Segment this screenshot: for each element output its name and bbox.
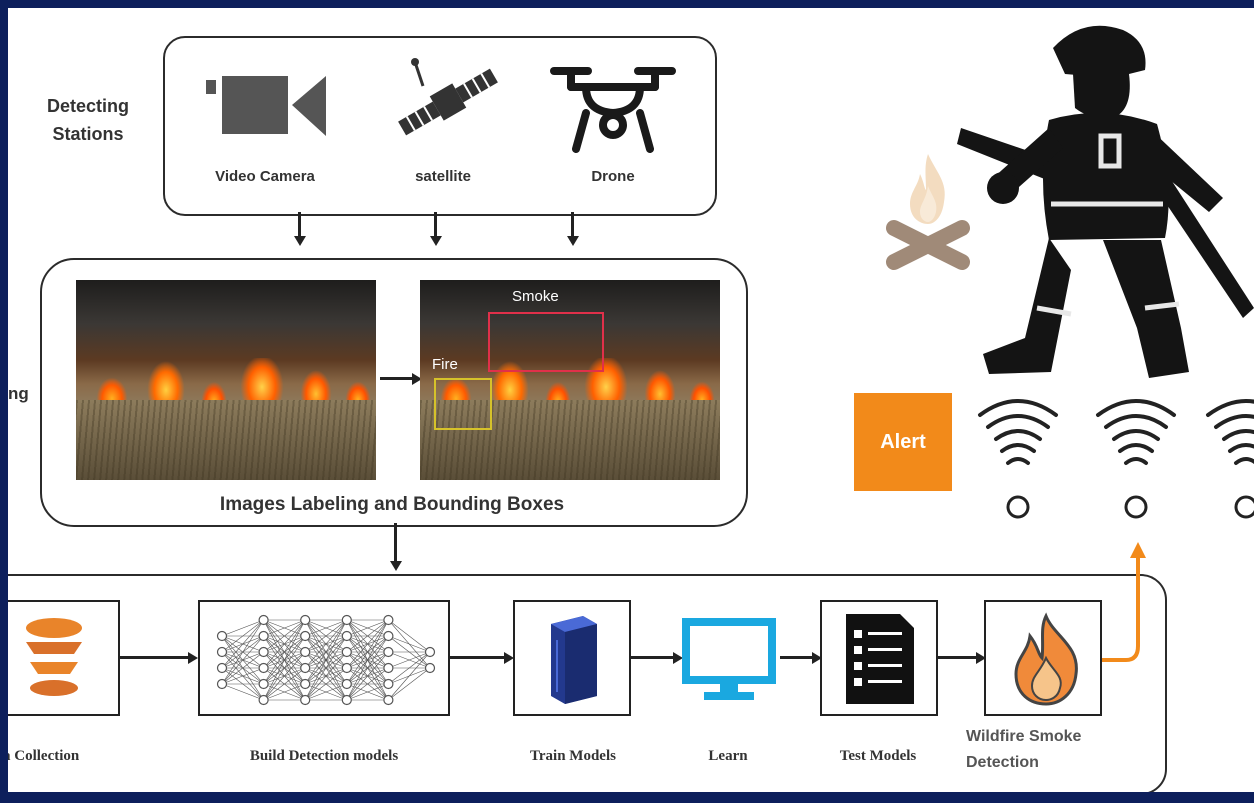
fire-bounding-box (434, 378, 492, 430)
step-train-models (513, 600, 631, 716)
neuron-node (341, 678, 352, 690)
detecting-stations-label: Detecting Stations (46, 96, 129, 144)
step-label-train-models: Train Models (530, 748, 616, 764)
neuron-node (383, 630, 394, 642)
neuron-node (300, 694, 311, 706)
neuron-node (258, 614, 269, 626)
diagram-canvas: Detecting Stations Video Camera (8, 8, 1254, 792)
neuron-node (258, 646, 269, 658)
wireless-signal-icon (1204, 393, 1254, 528)
labeled-fire-image: Smoke Fire (420, 280, 720, 480)
neuron-node (216, 662, 228, 674)
neural-network-icon (208, 610, 444, 715)
neuron-node (300, 646, 311, 658)
neuron-node (216, 630, 228, 642)
neuron-node (383, 694, 394, 706)
neuron-node (258, 694, 269, 706)
step-label-data-collection: ta Collection (8, 748, 80, 764)
wireless-signal-icon (1094, 393, 1178, 528)
raw-fire-image (76, 280, 376, 480)
neuron-node (341, 614, 352, 626)
step-build-models (198, 600, 450, 716)
neuron-node (216, 646, 228, 658)
neuron-node (341, 662, 352, 674)
step-label-wildfire-detection: Wildfire Smoke Detection (966, 728, 1082, 771)
neuron-node (300, 678, 311, 690)
wireless-signal-icon (976, 393, 1060, 528)
monitor-icon (680, 618, 780, 713)
alert-label: Alert (880, 430, 926, 453)
step-label-build-models: Build Detection models (249, 748, 399, 764)
campfire-icon (880, 146, 976, 279)
neuron-node (341, 646, 352, 658)
flame-icon (1004, 612, 1088, 713)
neuron-node (383, 614, 394, 626)
neuron-node (258, 630, 269, 642)
step-label-test-models: Test Models (839, 748, 917, 764)
station-label-satellite: satellite (415, 168, 471, 185)
labeling-side-label: ng (8, 384, 29, 403)
neuron-node (341, 630, 352, 642)
checklist-icon (844, 612, 916, 711)
station-label-drone: Drone (591, 168, 635, 185)
fire-box-label: Fire (432, 356, 458, 373)
neuron-node (424, 662, 436, 674)
neuron-node (300, 662, 311, 674)
satellite-icon (393, 52, 503, 157)
neuron-node (258, 678, 269, 690)
neuron-node (216, 678, 228, 690)
neuron-node (258, 662, 269, 674)
server-icon (543, 614, 605, 711)
step-data-collection (8, 600, 120, 716)
labeling-caption: Images Labeling and Bounding Boxes (219, 494, 565, 515)
video-camera-icon (206, 70, 331, 147)
neuron-node (383, 646, 394, 658)
step-wildfire-detection (984, 600, 1102, 716)
neuron-node (424, 646, 436, 658)
alert-badge: Alert (854, 393, 952, 491)
station-label-video-camera: Video Camera (215, 168, 315, 185)
step-test-models (820, 600, 938, 716)
smoke-bounding-box (488, 312, 604, 372)
drone-icon (548, 63, 678, 160)
neuron-node (341, 694, 352, 706)
step-label-learn: Learn (708, 748, 748, 764)
data-collection-icon (18, 614, 90, 709)
neuron-node (300, 630, 311, 642)
firefighter-icon (953, 8, 1254, 393)
smoke-box-label: Smoke (512, 288, 559, 305)
neuron-node (383, 662, 394, 674)
neuron-node (300, 614, 311, 626)
neuron-node (383, 678, 394, 690)
alert-path-arrow (1102, 542, 1146, 662)
